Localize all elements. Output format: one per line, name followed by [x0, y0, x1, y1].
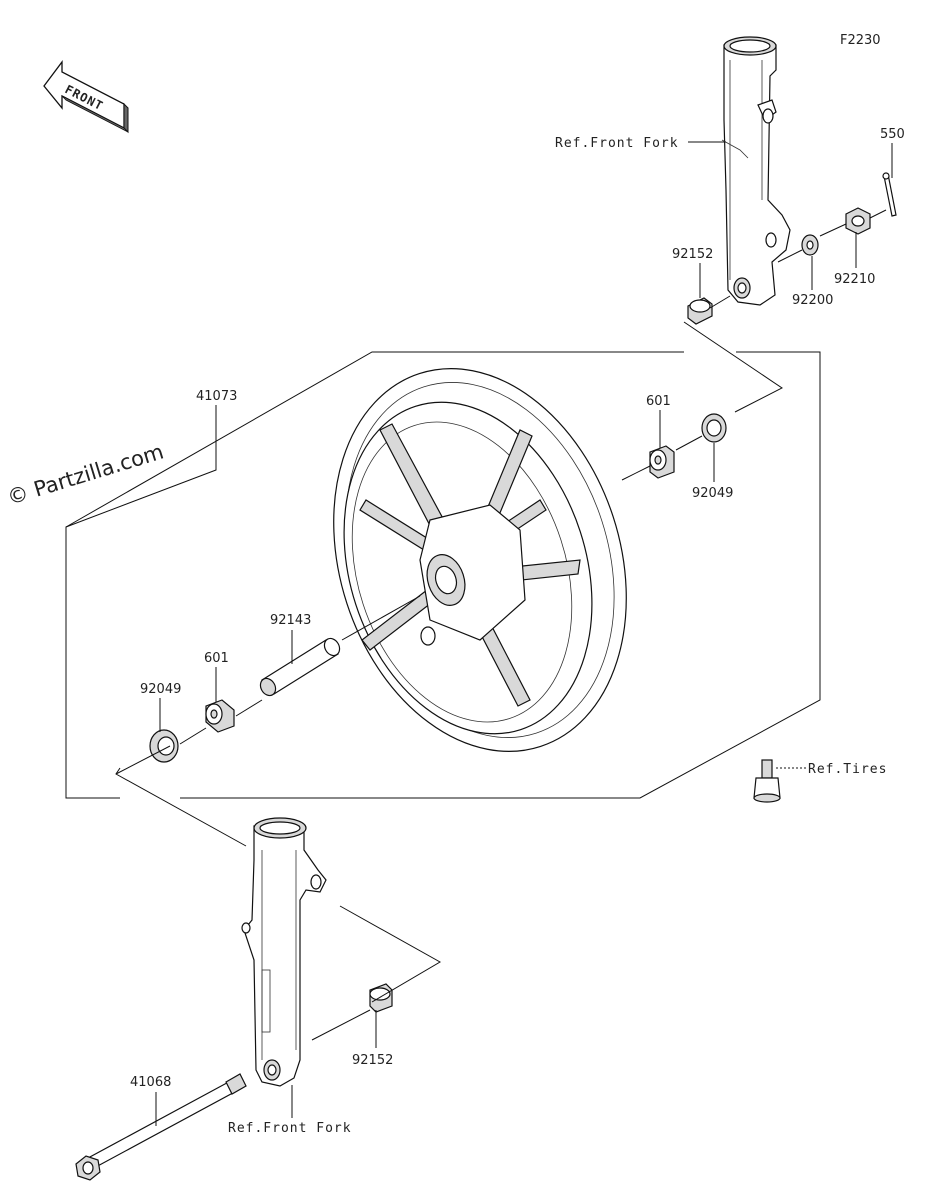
- part-92152-collar-top[interactable]: [687, 297, 713, 325]
- label-ref-front-fork-bottom: Ref.Front Fork: [228, 1121, 352, 1136]
- label-41073: 41073: [196, 389, 237, 404]
- part-92152-collar-bottom[interactable]: [369, 983, 393, 1013]
- label-92049-left: 92049: [140, 682, 181, 697]
- front-fork-top[interactable]: [721, 36, 791, 306]
- label-92210: 92210: [834, 272, 875, 287]
- part-550-cotter-pin[interactable]: [882, 172, 897, 217]
- label-ref-front-fork-top: Ref.Front Fork: [555, 136, 679, 151]
- part-92200-washer[interactable]: [801, 234, 819, 256]
- part-92049-seal-top[interactable]: [701, 413, 727, 443]
- label-92200: 92200: [792, 293, 833, 308]
- part-41073-wheel[interactable]: [286, 330, 673, 789]
- label-92152-bottom: 92152: [352, 1053, 393, 1068]
- label-92049-top: 92049: [692, 486, 733, 501]
- part-41068-axle[interactable]: [75, 1073, 247, 1181]
- watermark: © Partzilla.com: [4, 439, 166, 509]
- front-fork-bottom[interactable]: [241, 817, 327, 1087]
- label-41068: 41068: [130, 1075, 171, 1090]
- label-601-top: 601: [646, 394, 671, 409]
- part-92143-spacer[interactable]: [257, 636, 342, 699]
- label-ref-tires: Ref.Tires: [808, 762, 887, 777]
- label-601-left: 601: [204, 651, 229, 666]
- label-550: 550: [880, 127, 905, 142]
- front-arrow-icon: FRONT: [43, 60, 129, 134]
- part-92049-seal-left[interactable]: [149, 729, 179, 763]
- valve-stem-icon[interactable]: [753, 759, 781, 803]
- part-601-collar-top[interactable]: [649, 445, 675, 479]
- label-92152-top: 92152: [672, 247, 713, 262]
- label-92143: 92143: [270, 613, 311, 628]
- part-601-collar-left[interactable]: [205, 699, 235, 733]
- part-92210-nut[interactable]: [845, 207, 871, 235]
- figure-code: F2230: [840, 33, 881, 48]
